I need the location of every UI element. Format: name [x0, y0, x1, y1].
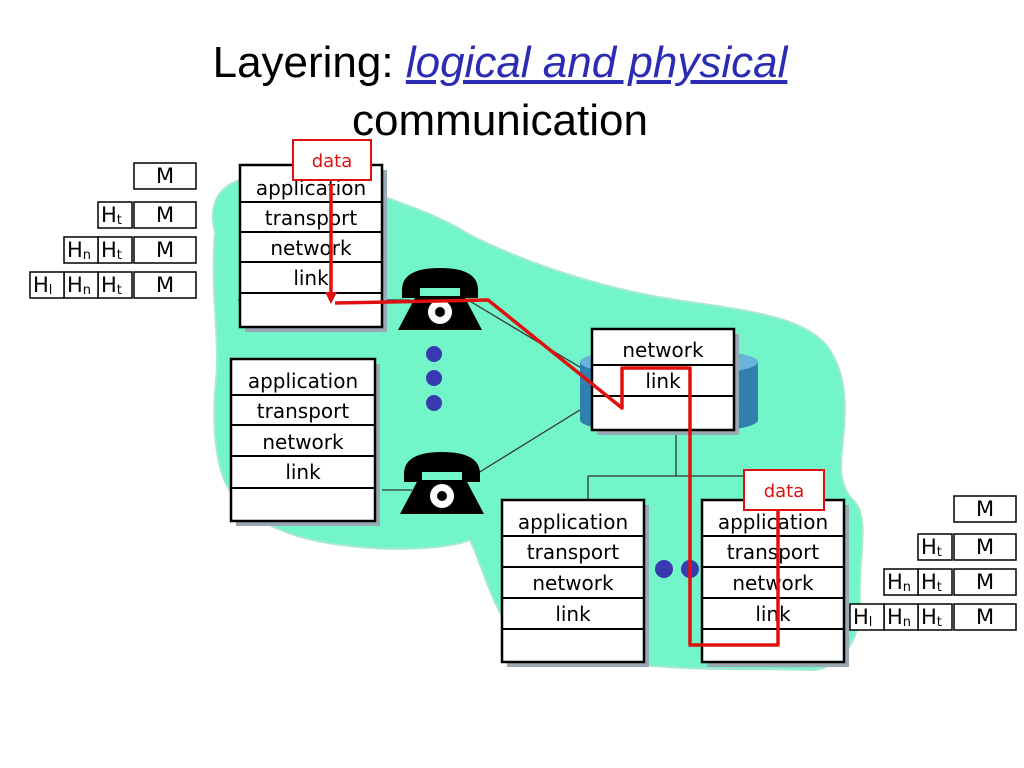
layer-label-link: link — [285, 460, 321, 484]
layer-label-network: network — [262, 430, 344, 454]
transport-header: Ht — [101, 203, 122, 228]
svg-text:data: data — [312, 151, 353, 172]
svg-text:data: data — [764, 481, 805, 502]
link-header: Hl — [33, 273, 52, 298]
message-label: M — [156, 203, 174, 227]
network-header: Hn — [887, 605, 911, 630]
encap-row: M Ht — [97, 201, 197, 229]
transport-header: Ht — [101, 238, 122, 263]
encap-row: M Ht Hn Hl — [29, 271, 197, 299]
transport-header: Ht — [101, 273, 122, 298]
transport-header: Ht — [921, 605, 942, 630]
title-line-1: Layering: logical and physical — [150, 38, 850, 88]
layer-label-network: network — [532, 571, 614, 595]
network-header: Hn — [67, 238, 91, 263]
data-label-top: data — [292, 139, 372, 181]
protocol-stack-host-bottom-right: application transport network link — [700, 498, 849, 667]
layer-label-network: network — [270, 236, 352, 260]
protocol-stack-host-bottom-left: application transport network link — [500, 498, 649, 667]
message-label: M — [976, 497, 994, 521]
message-label: M — [976, 570, 994, 594]
link-header: Hl — [853, 605, 872, 630]
layer-label-link: link — [755, 602, 791, 626]
network-header: Hn — [887, 570, 911, 595]
layer-label-application: application — [248, 369, 358, 393]
layer-label-application: application — [718, 510, 828, 534]
protocol-stacks: applicationtransportnetworklinkapplicati… — [229, 163, 849, 667]
message-label: M — [976, 535, 994, 559]
encap-row: M Ht Hn — [883, 568, 1017, 596]
layer-label-link: link — [555, 602, 591, 626]
layer-label-transport: transport — [257, 399, 350, 423]
layer-label-network: network — [622, 338, 704, 362]
message-label: M — [156, 273, 174, 297]
ellipsis-dots-vertical — [426, 346, 442, 411]
transport-header: Ht — [921, 535, 942, 560]
layer-label-link: link — [293, 266, 329, 290]
encap-row: M Ht — [917, 533, 1017, 561]
message-label: M — [156, 164, 174, 188]
title-prefix: Layering: — [212, 38, 406, 87]
encap-row: M Ht Hn Hl — [849, 603, 1017, 631]
network-header: Hn — [67, 273, 91, 298]
protocol-stack-router: network link — [590, 327, 739, 435]
protocol-stack-host-left: application transport network link — [229, 357, 380, 526]
title-emphasis: logical and physical — [405, 38, 788, 87]
encap-row: M — [133, 162, 197, 190]
layer-label-network: network — [732, 571, 814, 595]
layer-label-transport: transport — [265, 206, 358, 230]
encap-row: M — [953, 495, 1017, 523]
title-line-2: communication — [352, 96, 648, 145]
layer-label-transport: transport — [527, 540, 620, 564]
transport-header: Ht — [921, 570, 942, 595]
layer-label-application: application — [518, 510, 628, 534]
layer-label-transport: transport — [727, 540, 820, 564]
message-label: M — [156, 238, 174, 262]
layer-label-link: link — [645, 369, 681, 393]
message-label: M — [976, 605, 994, 629]
data-label-bottom: data — [743, 469, 825, 511]
encap-row: M Ht Hn — [63, 236, 197, 264]
